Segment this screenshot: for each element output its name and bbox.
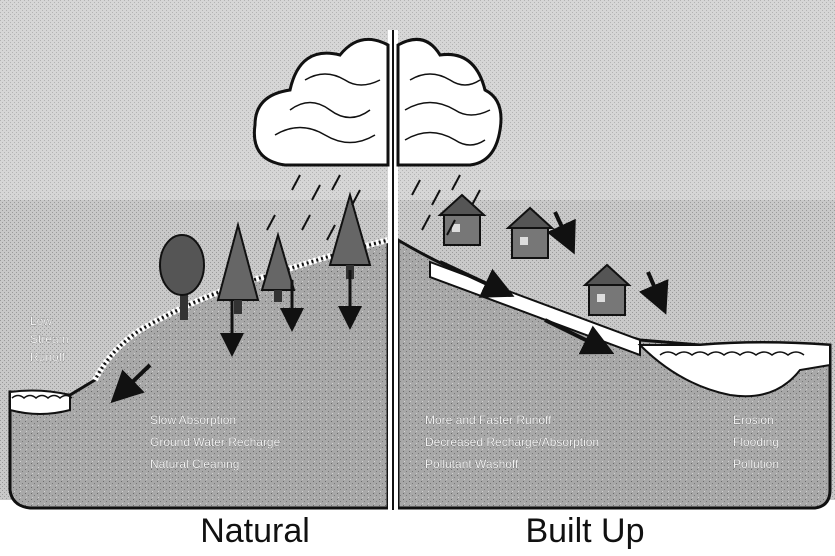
house-3 [582, 263, 632, 316]
pine-tree-1 [216, 221, 260, 314]
runoff-arrow [439, 260, 515, 298]
runoff-arrow [546, 211, 576, 255]
runoff-arrows [439, 211, 669, 355]
eroded-river-channel [637, 341, 831, 398]
natural-stream [9, 389, 71, 415]
built-up-effects-label: More and Faster Runoff Decreased Recharg… [425, 413, 602, 471]
low-runoff-arrow [110, 363, 152, 404]
rain-streaks [266, 174, 481, 241]
built-up-water-waves [659, 351, 805, 356]
natural-panel: Low Stream Runoff Slow Absorption Ground… [8, 191, 390, 510]
low-runoff-label: Low Stream Runoff [30, 314, 72, 364]
house-2 [505, 206, 555, 259]
natural-water-waves [11, 394, 73, 399]
built-up-impacts-label: Erosion Flooding Pollution [733, 413, 782, 471]
built-up-panel: More and Faster Runoff Decreased Recharg… [396, 193, 832, 510]
natural-caption: Natural [200, 512, 310, 550]
natural-effects-label: Slow Absorption Ground Water Recharge Na… [150, 413, 284, 471]
runoff-arrow [638, 271, 669, 315]
built-up-caption: Built Up [525, 512, 644, 550]
deciduous-tree [159, 234, 205, 320]
pine-tree-2 [260, 231, 296, 302]
infiltration-arrows [220, 270, 362, 357]
cloud-left-half [252, 37, 390, 167]
rain-cloud [252, 37, 503, 167]
runoff-arrow [544, 318, 615, 355]
